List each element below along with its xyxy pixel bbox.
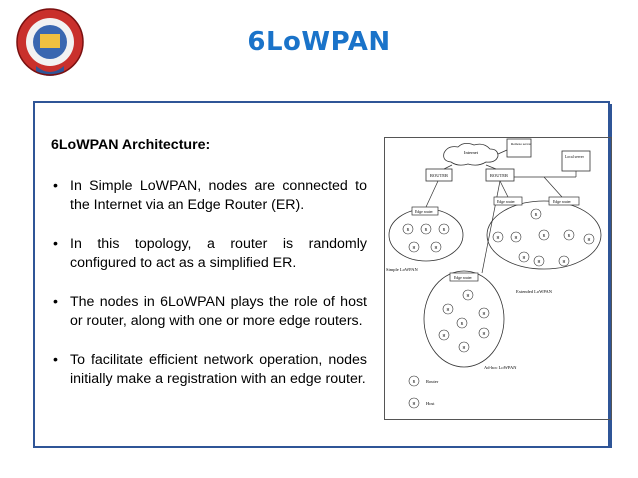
svg-text:H: H: [588, 237, 591, 242]
svg-text:H: H: [515, 235, 518, 240]
svg-text:H: H: [497, 235, 500, 240]
adhoc-lowpan-region: [423, 270, 505, 368]
internet-label: Internet: [464, 150, 479, 155]
node-labels: R R R H H R H R R H H H H H H H H R H H H R H: [407, 212, 591, 406]
legend-host-label: Host: [426, 401, 435, 406]
architecture-diagram: Internet Remote server Local server ROUT…: [384, 137, 612, 420]
internet-cloud-icon: Internet: [443, 143, 499, 166]
extended-lowpan-label: Extended LoWPAN: [516, 289, 553, 294]
local-server-box: [561, 150, 591, 172]
edge-router-ext-2-label: Edge router: [553, 200, 572, 204]
router-right-label: ROUTER: [490, 173, 508, 178]
router-left-box: [425, 168, 453, 182]
text-panel: 6LoWPAN Architecture: In Simple LoWPAN, …: [51, 136, 367, 409]
simple-lowpan-label: Simple LoWPAN: [386, 267, 418, 272]
svg-text:H: H: [467, 293, 470, 298]
legend-router-label: Router: [426, 379, 439, 384]
extended-lowpan-region: [486, 200, 602, 270]
svg-text:R: R: [461, 321, 464, 326]
page-title: 6LoWPAN: [247, 27, 391, 57]
svg-text:H: H: [435, 245, 438, 250]
bullet-item: The nodes in 6LoWPAN plays the role of h…: [51, 293, 367, 332]
bullet-list: In Simple LoWPAN, nodes are connected to…: [51, 177, 367, 390]
remote-server-label: Remote server: [511, 142, 532, 146]
svg-text:H: H: [483, 311, 486, 316]
svg-text:R: R: [535, 212, 538, 217]
svg-text:H: H: [413, 401, 416, 406]
svg-text:R: R: [413, 379, 416, 384]
svg-text:R: R: [543, 233, 546, 238]
college-logo: [16, 8, 84, 76]
svg-text:R: R: [568, 233, 571, 238]
router-left-label: ROUTER: [430, 173, 448, 178]
svg-text:H: H: [447, 307, 450, 312]
svg-text:H: H: [483, 331, 486, 336]
bullet-item: To facilitate efficient network operatio…: [51, 351, 367, 390]
svg-text:R: R: [425, 227, 428, 232]
frame-right-bar: [608, 104, 612, 448]
svg-text:H: H: [563, 259, 566, 264]
section-heading: 6LoWPAN Architecture:: [51, 137, 211, 153]
local-server-label: Local server: [565, 155, 585, 159]
svg-text:R: R: [407, 227, 410, 232]
svg-text:H: H: [538, 259, 541, 264]
svg-text:H: H: [413, 245, 416, 250]
edge-router-adhoc-label: Edge router: [454, 276, 473, 280]
edge-router-simple-label: Edge router: [415, 210, 434, 214]
svg-text:R: R: [443, 227, 446, 232]
svg-text:H: H: [523, 255, 526, 260]
bullet-item: In this topology, a router is randomly c…: [51, 235, 367, 274]
bullet-item: In Simple LoWPAN, nodes are connected to…: [51, 177, 367, 216]
simple-lowpan-region: [388, 208, 464, 262]
svg-text:H: H: [463, 345, 466, 350]
edge-router-ext-1-label: Edge router: [497, 200, 516, 204]
adhoc-lowpan-label: Ad-hoc LoWPAN: [484, 365, 517, 370]
svg-text:H: H: [443, 333, 446, 338]
remote-server-box: [506, 138, 532, 158]
